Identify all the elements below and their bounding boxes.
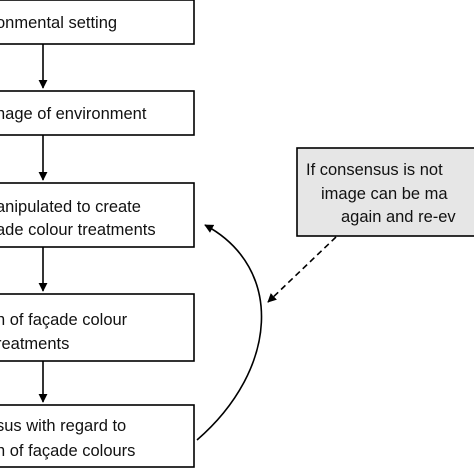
note-text-line: image can be ma	[321, 185, 448, 203]
note-text-line: If consensus is not	[306, 161, 443, 179]
flow-box-text-line: onmental setting	[0, 14, 117, 32]
flow-box-manipulated-treatments: anipulated to create ade colour treatmen…	[0, 182, 195, 248]
feedback-loop-arrow	[196, 224, 263, 441]
flow-box-evaluation-treatments: n of façade colour reatments	[0, 293, 195, 362]
dashed-pointer-arrow	[267, 236, 337, 303]
flow-box-environmental-setting: onmental setting	[0, 0, 195, 45]
flow-box-image-of-environment: nage of environment	[0, 90, 195, 136]
flow-box-text-line: reatments	[0, 335, 69, 353]
flow-box-text-line: n of façade colours	[0, 442, 135, 460]
flow-box-text-line: n of façade colour	[0, 311, 128, 329]
flow-box-text-line: nage of environment	[0, 105, 147, 123]
flow-box-text-line: sus with regard to	[0, 417, 126, 435]
note-text-line: again and re-ev	[341, 208, 456, 226]
flow-box-consensus: sus with regard to n of façade colours	[0, 404, 195, 468]
note-box: If consensus is not image can be ma agai…	[296, 147, 474, 237]
flow-box-text-line: anipulated to create	[0, 198, 141, 216]
flow-box-text-line: ade colour treatments	[0, 221, 156, 239]
